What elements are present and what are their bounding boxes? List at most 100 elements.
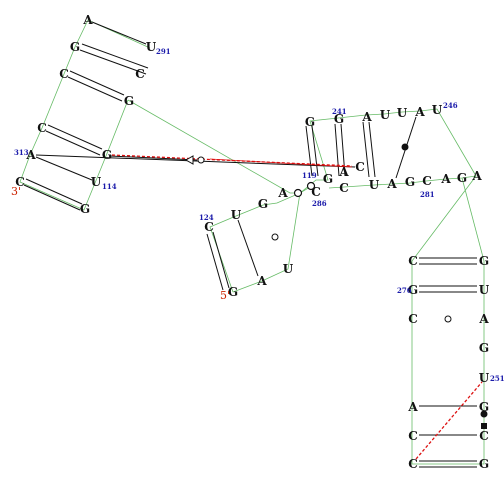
nucleotide-right-stem-bottom-right: G [479, 457, 489, 471]
pair-line-double-2b [67, 76, 123, 102]
nucleotide: U [397, 106, 408, 120]
backbone-left-hairpin [19, 19, 151, 211]
position-number: 119 [302, 171, 317, 180]
wobble-filled-circle-right [480, 410, 488, 418]
position-number: 241 [332, 107, 347, 116]
pair-line-central-double-3b [362, 121, 370, 178]
nucleotide: G [479, 400, 489, 414]
nucleotide: C [135, 67, 145, 81]
position-number: 281 [420, 190, 435, 199]
nucleotide: C [408, 312, 418, 326]
backbone-lower-hairpin [209, 192, 301, 293]
nucleotide: G [102, 148, 112, 162]
nucleotide: A [277, 186, 288, 200]
pair-line-lower-double-b [206, 233, 224, 291]
backbone-links [19, 19, 485, 465]
nucleotide: A [440, 172, 451, 186]
nucleotide: A [471, 169, 482, 183]
nucleotide: A [386, 177, 397, 191]
pair-line-upper-wc [91, 21, 147, 45]
nucleotide: C [15, 175, 25, 189]
nucleotide: G [405, 175, 415, 189]
pair-line-central-double-2a [340, 123, 346, 177]
noncanonical-filled-square [481, 423, 487, 429]
pair-line-au [35, 156, 93, 181]
position-number: 251 [490, 374, 504, 383]
nucleotide: U [146, 40, 157, 54]
nucleotide: G [228, 285, 238, 299]
nucleotide: A [256, 274, 267, 288]
nucleotide: C [339, 181, 349, 195]
pair-line-double-1b [79, 49, 147, 75]
tertiary-red-line-solid [209, 158, 353, 168]
nucleotide: U [369, 178, 380, 192]
nucleotide: G [70, 40, 80, 54]
pair-line-double-2a [69, 70, 125, 96]
nucleotide: C [408, 429, 418, 443]
noncanonical-open-circle-right [444, 315, 452, 323]
junction-marker-2 [306, 181, 316, 191]
strand-end-label: 5' [220, 289, 230, 302]
noncanonical-open-triangle [184, 155, 194, 165]
position-labels: 291 313 3' 114 124 5' 241 246 119 286 28… [11, 47, 504, 383]
tertiary-interactions [111, 154, 483, 460]
nucleotide-right-stem-bottom-left: C [408, 457, 418, 471]
position-number: 313 [14, 148, 29, 157]
position-number: 246 [443, 101, 458, 110]
nucleotide: C [408, 254, 418, 268]
position-number: 276 [397, 286, 412, 295]
noncanonical-open-circle-lower [271, 233, 279, 241]
backbone-upper-connector [127, 99, 311, 194]
pair-line-313-long [35, 154, 356, 168]
nucleotide: C [204, 220, 214, 234]
position-number: 124 [199, 213, 214, 222]
nucleotide: U [283, 262, 294, 276]
nucleotide: A [82, 13, 93, 27]
pair-line-central-double-1a [311, 125, 319, 177]
junction-marker-1 [293, 188, 303, 198]
nucleotide: G [305, 115, 315, 129]
nucleotide: U [432, 103, 443, 117]
nucleotide: G [334, 112, 344, 126]
nucleotide: U [479, 283, 490, 297]
tertiary-red-line-251 [415, 381, 483, 460]
nucleotide: A [338, 165, 349, 179]
nucleotide: G [457, 171, 467, 185]
pair-line-double-1a [81, 43, 149, 69]
pair-line-central-double-3a [368, 121, 376, 178]
backbone-central-stem [299, 108, 477, 194]
position-number: 286 [312, 199, 327, 208]
nucleotide: G [258, 197, 268, 211]
nucleotide: A [25, 148, 36, 162]
backbone-right-stem [411, 175, 485, 465]
nucleotide: C [479, 429, 489, 443]
pair-symbols [184, 143, 488, 429]
nucleotide: G [479, 254, 489, 268]
nucleotide: C [311, 185, 321, 199]
pair-line-double-4a [25, 178, 83, 205]
position-number: 291 [156, 47, 171, 56]
nucleotide: A [407, 400, 418, 414]
wobble-filled-circle [401, 143, 409, 151]
nucleotide: U [479, 371, 490, 385]
nucleotide: U [231, 208, 242, 222]
nucleotide: G [408, 283, 418, 297]
pair-line-lower-double-a [212, 231, 230, 289]
nucleotide: G [323, 172, 333, 186]
nucleotide: U [91, 175, 102, 189]
pair-line-double-3a [47, 124, 103, 150]
pair-line-313-to-circle [109, 155, 198, 161]
base-pair-lines [23, 21, 477, 468]
pair-line-double-4b [23, 184, 81, 211]
nucleotide: C [59, 67, 69, 81]
nucleotide: G [479, 341, 489, 355]
pair-line-double-3b [45, 130, 101, 156]
nucleotide: A [414, 105, 425, 119]
nucleotide: C [37, 121, 47, 135]
nucleotide: U [380, 108, 391, 122]
nucleotide: C [355, 160, 365, 174]
nucleotide: A [478, 312, 489, 326]
pair-line-central-double-2b [334, 123, 340, 177]
